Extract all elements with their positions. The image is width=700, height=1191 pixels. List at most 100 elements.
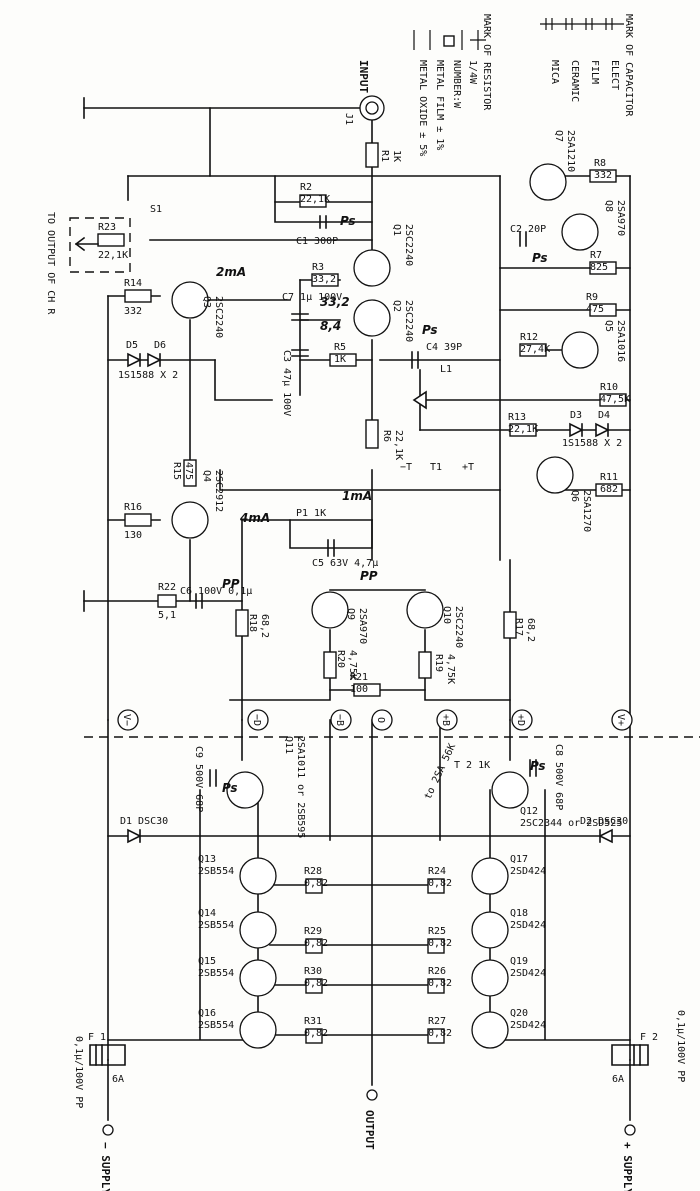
r5-ref-label: R5 — [334, 342, 346, 353]
r19-ref-label: R19 — [433, 654, 444, 672]
rail-node-plus-b — [436, 709, 458, 731]
r20-value-label: 4,75K — [347, 650, 358, 680]
d5-type-label: 1S1588 X 2 — [118, 370, 178, 381]
q13-symbol — [239, 857, 277, 895]
output-terminal — [366, 1089, 378, 1101]
p1-label: P1 1K — [296, 508, 326, 519]
d-to-l1 — [214, 359, 273, 401]
q11-symbol — [226, 771, 264, 809]
q7-symbol — [529, 163, 567, 201]
minus-supply-terminal — [102, 1124, 114, 1136]
annotation-ps-c9: Ps — [222, 781, 238, 795]
q19-ref-label: Q19 — [510, 956, 528, 967]
q15-type-label: 2SB554 — [198, 968, 234, 979]
r17-body — [503, 611, 517, 639]
r25-body — [427, 938, 445, 954]
legend-film-symbol — [580, 18, 600, 30]
legend-resistor-mark: MARK OF RESISTOR — [481, 14, 492, 111]
q2-type-label: 2SC2240 — [403, 300, 414, 342]
r12-body — [519, 343, 547, 357]
c6-symbol — [195, 593, 203, 609]
q4-type-label: 2SC2912 — [213, 470, 224, 512]
r23-ref-label: R23 — [98, 222, 116, 233]
q13-type-label: 2SB554 — [198, 866, 234, 877]
legend-mica: MICA — [549, 60, 560, 84]
q8-ref-label: Q8 — [603, 200, 614, 212]
r17-ref-label: R17 — [513, 618, 524, 636]
c1-label: C1 300P — [296, 236, 338, 247]
r7-body — [589, 261, 617, 275]
s1-wire-a — [127, 107, 211, 177]
legend-elect: ELECT — [609, 60, 620, 90]
d1-symbol — [127, 828, 142, 844]
r6-ref-label: R6 — [381, 430, 392, 442]
rail-label-plus-b: +B — [440, 714, 451, 726]
c3-symbol — [291, 349, 309, 357]
d4-symbol — [595, 422, 610, 438]
f2-rating: 6A — [612, 1074, 624, 1085]
c2-label: C2 20P — [510, 224, 546, 235]
pnp-collector-col — [107, 789, 259, 1041]
q19-type-label: 2SD424 — [510, 968, 546, 979]
rail-node-o — [371, 709, 393, 731]
l1-symbol — [412, 390, 427, 410]
d6-symbol — [147, 352, 162, 368]
r6-value-label: 22,1K — [393, 430, 404, 460]
q14-type-label: 2SB554 — [198, 920, 234, 931]
d2-symbol — [598, 828, 613, 844]
q1-symbol — [353, 249, 391, 287]
r11-value-label: 682 — [600, 484, 618, 495]
r25-value-label: 0,82 — [428, 938, 452, 949]
legend: MARK OF RESISTOR 1/4W NUMBER:W METAL FIL… — [413, 14, 634, 156]
npn-collector-col — [489, 789, 631, 1041]
r9-value-label: 475 — [586, 304, 604, 315]
resistor-bodies — [97, 142, 627, 1044]
f1-rating: 6A — [112, 1074, 124, 1085]
d5-ref-label: D5 — [126, 340, 138, 351]
q6-symbol — [536, 456, 574, 494]
r21-value-label: 100 — [350, 684, 368, 695]
c4-symbol — [411, 351, 419, 369]
q4-ref-label: Q4 — [201, 470, 212, 482]
q13-ref-label: Q13 — [198, 854, 216, 865]
r20-body — [323, 651, 337, 679]
r16-body — [124, 513, 152, 527]
r14-ref-label: R14 — [124, 278, 142, 289]
r2-value-label: 22,1K — [300, 194, 330, 205]
rail-node-v-plus — [611, 709, 633, 731]
q2-symbol — [353, 299, 391, 337]
r8-ref-label: R8 — [594, 158, 606, 169]
q7-type-label: 2SA1210 — [565, 130, 576, 172]
legend-metal-film: METAL FILM ± 1% — [434, 60, 445, 150]
r31-body — [305, 1028, 323, 1044]
r10-ref-label: R10 — [600, 382, 618, 393]
q9-ref-label: Q9 — [345, 608, 356, 620]
annotation-ps-c4: Ps — [422, 323, 438, 337]
r28-value-label: 0,82 — [304, 878, 328, 889]
q10-symbol — [406, 591, 444, 629]
annotation-8-4: 8,4 — [320, 319, 341, 333]
annotation-1ma: 1mA — [342, 489, 372, 503]
q3-symbol — [171, 281, 209, 319]
d5-symbol — [127, 352, 142, 368]
legend-film: FILM — [589, 60, 600, 84]
r19-value-label: 4,75K — [445, 654, 456, 684]
rail-node-minus-d — [247, 709, 269, 731]
q17-symbol — [471, 857, 509, 895]
r14-value-label: 332 — [124, 306, 142, 317]
rail-node-v-minus — [117, 709, 139, 731]
r14-body — [124, 289, 152, 303]
f1-label: F 1 — [88, 1032, 106, 1043]
r29-body — [305, 938, 323, 954]
q5-symbol — [561, 331, 599, 369]
q16-type-label: 2SB554 — [198, 1020, 234, 1031]
q17-ref-label: Q17 — [510, 854, 528, 865]
diode-symbols — [127, 352, 613, 844]
r18-ref-label: R18 — [247, 614, 258, 632]
q9-emitter — [229, 629, 331, 701]
plus-supply-label: + SUPPLY — [621, 1142, 634, 1191]
annotation-pp-c5: PP — [360, 569, 378, 583]
r5-value-label: 1K — [334, 354, 346, 365]
q9-symbol — [311, 591, 349, 629]
